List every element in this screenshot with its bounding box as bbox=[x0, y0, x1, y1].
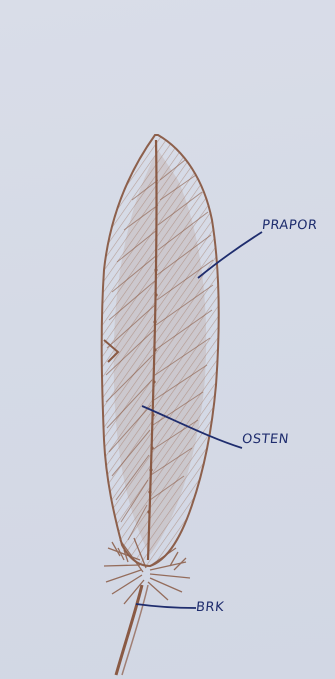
pointer-quill bbox=[136, 604, 196, 608]
label-quill: BRK bbox=[195, 600, 225, 615]
feather-quill-inner bbox=[122, 585, 148, 675]
label-vane: PRAPOR bbox=[261, 218, 318, 233]
label-shaft: OSTEN bbox=[241, 432, 289, 447]
